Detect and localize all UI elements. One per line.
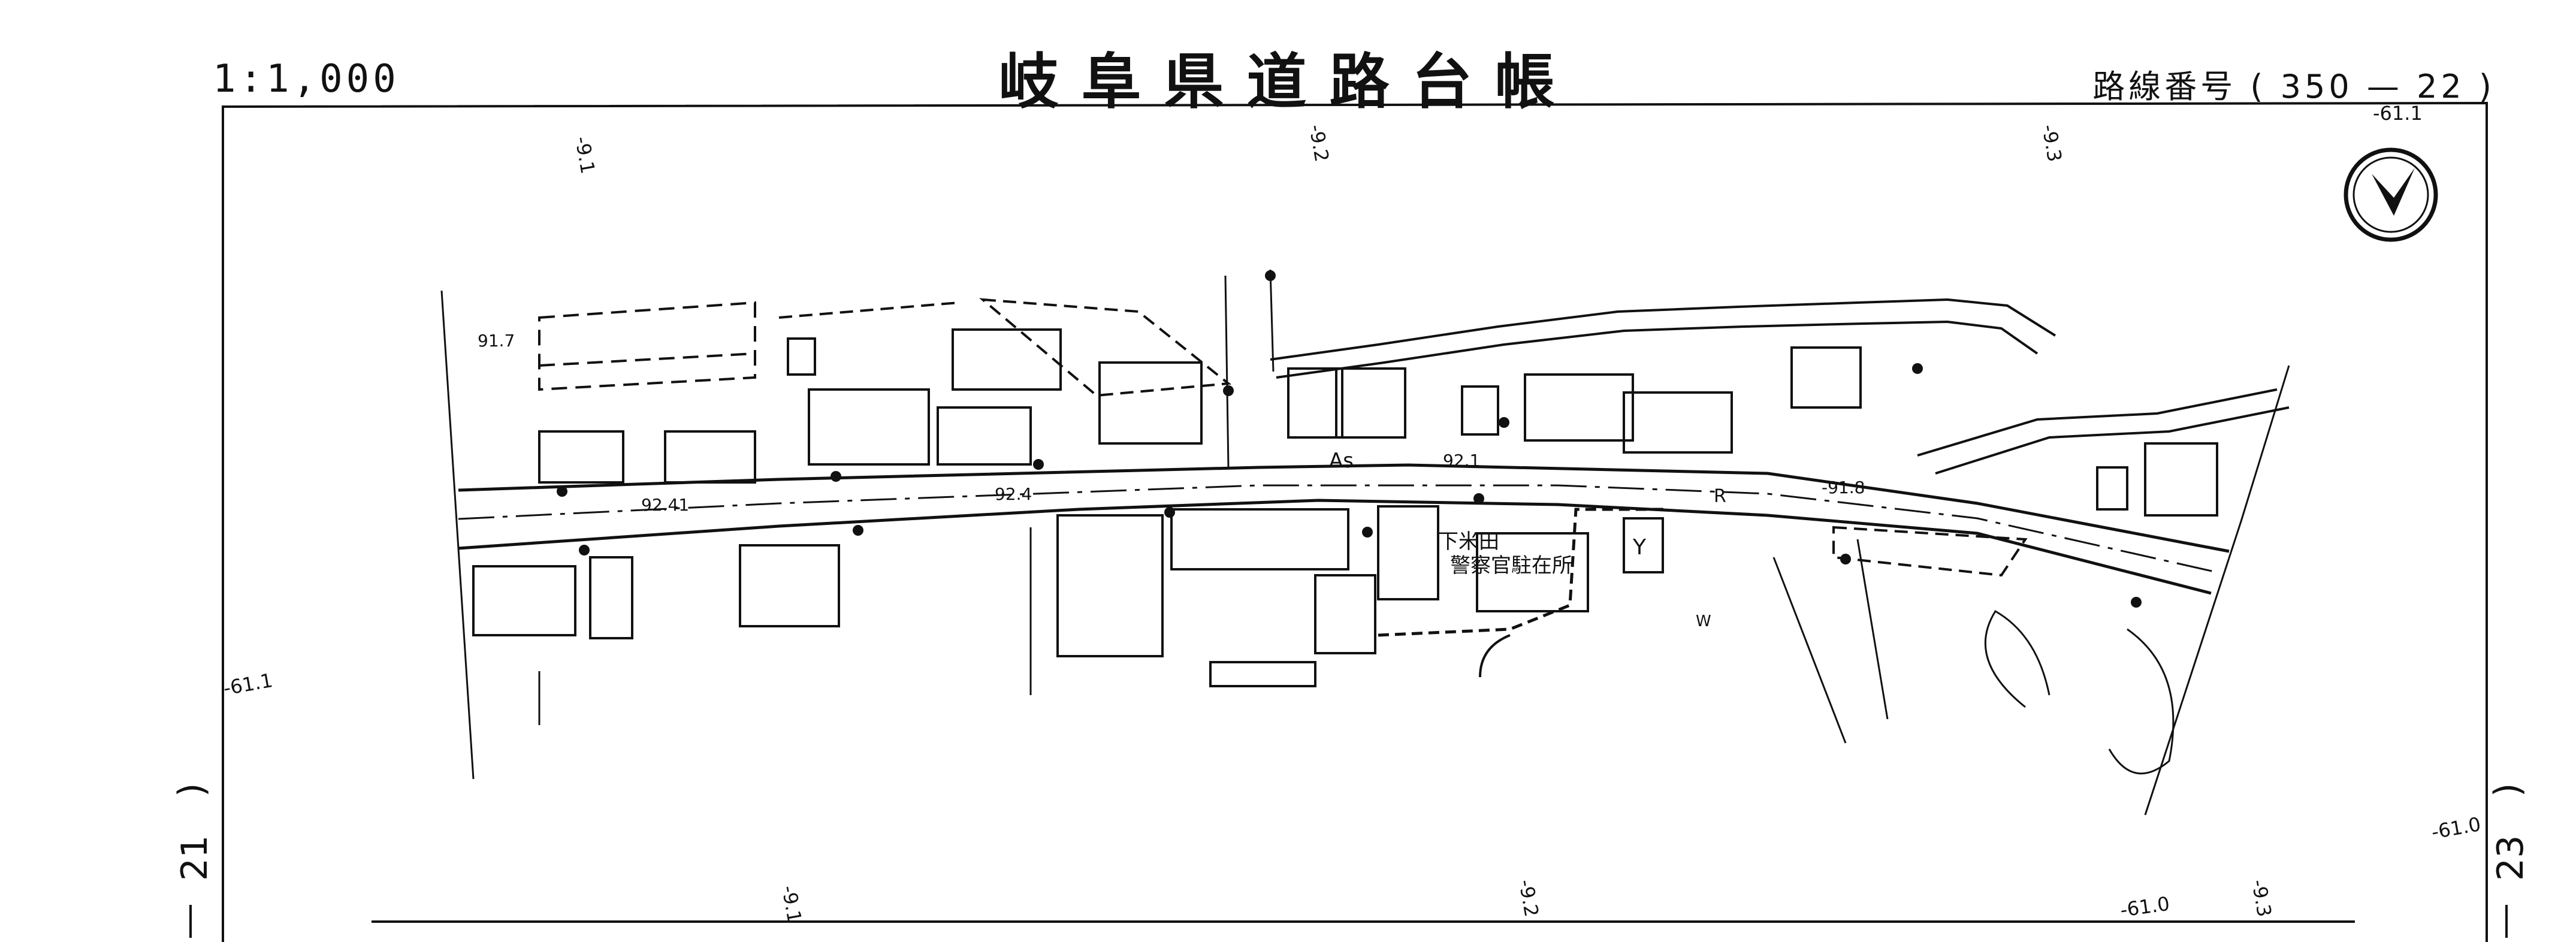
lot-dashed-2	[539, 352, 756, 367]
police-lot-line	[1378, 508, 1666, 637]
driveway	[1479, 634, 1511, 678]
building	[1209, 661, 1316, 687]
road-mark-label: R	[1714, 486, 1726, 507]
upper-road-edge-1	[1270, 298, 2056, 361]
grid-label: -61.0	[2119, 892, 2171, 922]
building	[664, 430, 756, 484]
building	[1287, 367, 1343, 439]
building	[1524, 373, 1634, 442]
grid-label: -9.2	[1514, 878, 1543, 919]
building	[952, 328, 1062, 391]
scale-label: 1:1,000	[213, 57, 400, 101]
building	[1461, 385, 1499, 436]
utility-pole-icon	[557, 486, 567, 497]
building	[1623, 391, 1733, 454]
grid-label: -61.1	[222, 669, 274, 700]
fence-line	[1224, 275, 1230, 468]
police-building	[1476, 532, 1589, 612]
elevation-label: 92.1	[1443, 451, 1480, 470]
utility-pole-icon	[1499, 417, 1509, 428]
building	[1056, 514, 1164, 657]
water-label: W	[1696, 612, 1711, 630]
road-edge-south	[458, 499, 2212, 595]
building	[808, 388, 930, 466]
pavement-label: As	[1329, 449, 1354, 473]
facility-name-line2: 警察官駐在所	[1450, 554, 1572, 578]
utility-pole-icon	[579, 545, 590, 555]
road-edge-north	[458, 463, 2230, 553]
utility-pole-icon	[853, 525, 863, 536]
right-paren: )	[2487, 783, 2529, 797]
boundary-line	[2144, 365, 2290, 816]
building	[2144, 442, 2218, 517]
lot-dashed-1	[538, 301, 756, 391]
fence-line	[1269, 269, 1275, 372]
facility-name-line1: 下米田	[1438, 530, 1499, 554]
utility-poles	[557, 270, 2142, 608]
grid-label: -61.0	[2430, 813, 2483, 844]
utility-pole-icon	[2131, 597, 2142, 608]
lot-dashed-4	[778, 301, 959, 319]
building	[937, 406, 1032, 466]
route-label: 路線番号	[2092, 68, 2237, 105]
route-number: 路線番号 ( 350 — 22 )	[2092, 60, 2495, 107]
grid-label: -9.1	[570, 135, 599, 176]
building	[1098, 361, 1203, 445]
stream-line	[1772, 557, 1847, 744]
utility-pole-icon	[1912, 363, 1923, 374]
left-paren: )	[171, 783, 213, 797]
building	[1170, 508, 1349, 570]
building	[1314, 574, 1376, 654]
building	[1335, 367, 1406, 439]
utility-pole-icon	[1840, 554, 1851, 564]
utility-pole-icon	[1265, 270, 1276, 281]
lot-dashed-3	[979, 298, 1232, 397]
contour-line	[2108, 628, 2175, 775]
elevation-label: 92.4	[995, 484, 1032, 504]
building	[2096, 466, 2128, 511]
building	[739, 544, 840, 627]
ramp-edge-1	[1917, 388, 2278, 457]
building	[538, 430, 624, 484]
utility-pole-icon	[1362, 527, 1373, 538]
building	[1377, 505, 1439, 600]
utility-pole-icon	[1033, 459, 1044, 470]
grid-label: -9.3	[2247, 878, 2276, 919]
north-arrow-icon	[2344, 147, 2438, 242]
road-centerline	[458, 484, 2218, 573]
utility-pole-icon	[1223, 385, 1234, 396]
elevation-label: -91.8	[1822, 478, 1865, 497]
building	[589, 556, 633, 639]
ramp-edge-2	[1935, 406, 2290, 475]
right-sheet-ref: 23	[2490, 835, 2532, 881]
utility-pole-icon	[831, 471, 841, 482]
facility-mark: Y	[1632, 535, 1647, 560]
building-y	[1623, 517, 1664, 573]
elevation-label: 92.41	[641, 495, 689, 515]
building	[472, 565, 576, 636]
utility-pole-icon	[1473, 493, 1484, 504]
contour-line	[1984, 609, 2050, 708]
map-frame	[222, 101, 2488, 942]
grid-label: -9.1	[777, 884, 806, 925]
stream-line	[1856, 539, 1889, 720]
left-boundary	[440, 290, 475, 780]
upper-road-edge-2	[1276, 320, 2039, 379]
utility-pole-icon	[1164, 507, 1175, 518]
grid-label: -61.1	[2373, 102, 2423, 125]
elevation-label: 91.7	[478, 331, 515, 351]
building	[1790, 346, 1862, 409]
lot-dashed-5	[1832, 526, 2028, 577]
grid-label: -9.2	[1304, 123, 1333, 164]
building	[787, 337, 816, 376]
route-value: ( 350 — 22 )	[2250, 68, 2495, 105]
grid-label: -9.3	[2037, 123, 2066, 164]
left-sheet-ref: 21	[174, 835, 216, 881]
